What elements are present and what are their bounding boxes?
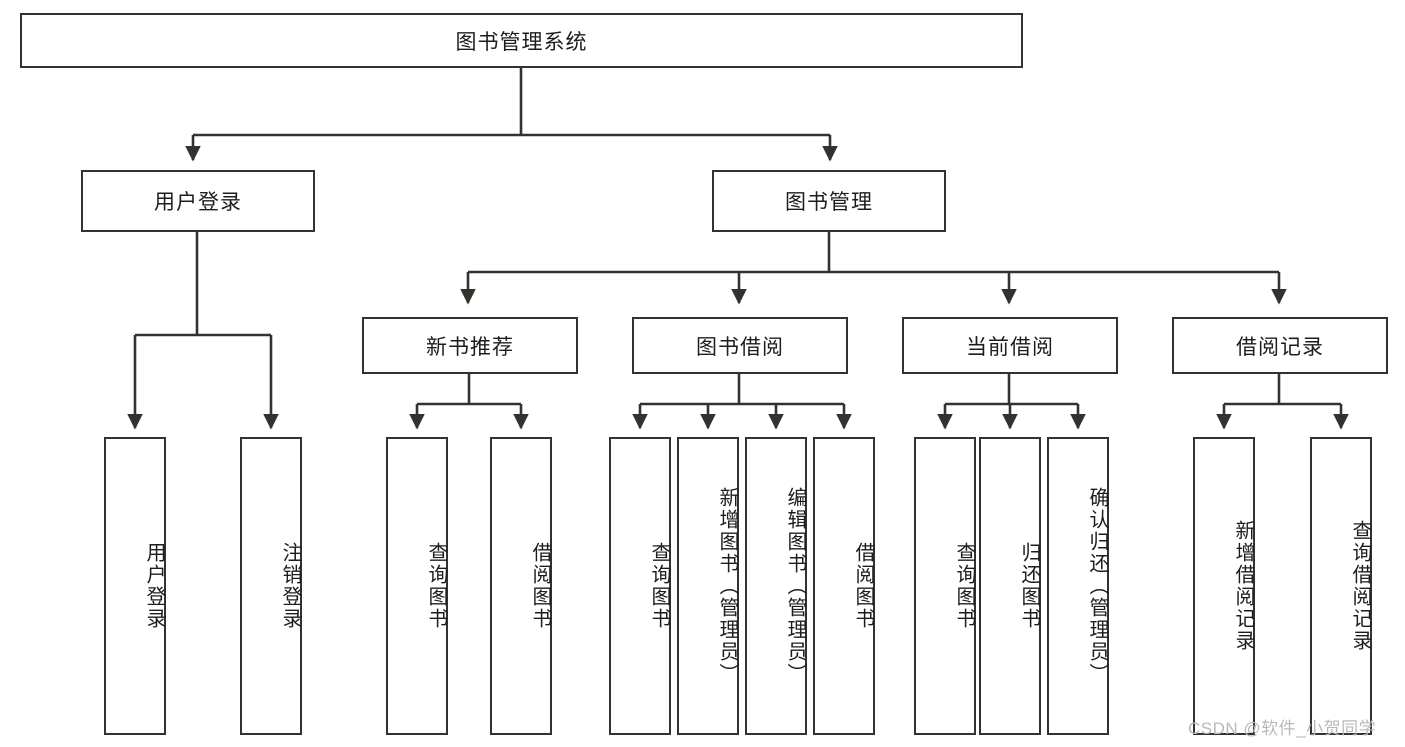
- leaf-label: 新增图书（管理员）: [716, 487, 738, 685]
- leaf-new-book-borrow[interactable]: 借阅图书: [490, 437, 552, 735]
- node-user-login[interactable]: 用户登录: [81, 170, 315, 232]
- leaf-user-login-login[interactable]: 用户登录: [104, 437, 166, 735]
- leaf-label: 借阅图书: [529, 542, 551, 630]
- node-new-book-recommend[interactable]: 新书推荐: [362, 317, 578, 374]
- node-root[interactable]: 图书管理系统: [20, 13, 1023, 68]
- leaf-user-login-logout[interactable]: 注销登录: [240, 437, 302, 735]
- leaf-label: 注销登录: [279, 542, 301, 630]
- leaf-borrow-borrow-book[interactable]: 借阅图书: [813, 437, 875, 735]
- leaf-record-query[interactable]: 查询借阅记录: [1310, 437, 1372, 735]
- leaf-current-query-book[interactable]: 查询图书: [914, 437, 976, 735]
- node-user-login-label: 用户登录: [154, 191, 242, 214]
- leaf-new-book-query[interactable]: 查询图书: [386, 437, 448, 735]
- node-book-borrowing[interactable]: 图书借阅: [632, 317, 848, 374]
- leaf-label: 查询图书: [648, 542, 670, 630]
- node-borrow-record-label: 借阅记录: [1236, 335, 1324, 359]
- node-current-borrowing-label: 当前借阅: [966, 335, 1054, 359]
- node-root-label: 图书管理系统: [455, 30, 588, 54]
- leaf-label: 查询借阅记录: [1349, 520, 1371, 652]
- leaf-record-add[interactable]: 新增借阅记录: [1193, 437, 1255, 735]
- leaf-label: 确认归还（管理员）: [1086, 487, 1108, 685]
- node-new-book-recommend-label: 新书推荐: [426, 335, 514, 359]
- leaf-label: 新增借阅记录: [1232, 520, 1254, 652]
- node-book-management-label: 图书管理: [785, 191, 873, 214]
- leaf-label: 归还图书: [1018, 542, 1040, 630]
- leaf-label: 查询图书: [953, 542, 975, 630]
- leaf-borrow-add-book[interactable]: 新增图书（管理员）: [677, 437, 739, 735]
- watermark: CSDN @软件_小贺同学: [1188, 719, 1377, 738]
- leaf-current-confirm-return[interactable]: 确认归还（管理员）: [1047, 437, 1109, 735]
- node-borrow-record[interactable]: 借阅记录: [1172, 317, 1388, 374]
- node-book-borrowing-label: 图书借阅: [696, 335, 784, 359]
- leaf-label: 借阅图书: [852, 542, 874, 630]
- leaf-current-return-book[interactable]: 归还图书: [979, 437, 1041, 735]
- leaf-label: 查询图书: [425, 542, 447, 630]
- node-book-management[interactable]: 图书管理: [712, 170, 946, 232]
- leaf-borrow-edit-book[interactable]: 编辑图书（管理员）: [745, 437, 807, 735]
- node-current-borrowing[interactable]: 当前借阅: [902, 317, 1118, 374]
- leaf-label: 编辑图书（管理员）: [784, 487, 806, 685]
- leaf-label: 用户登录: [143, 542, 165, 630]
- leaf-borrow-query-book[interactable]: 查询图书: [609, 437, 671, 735]
